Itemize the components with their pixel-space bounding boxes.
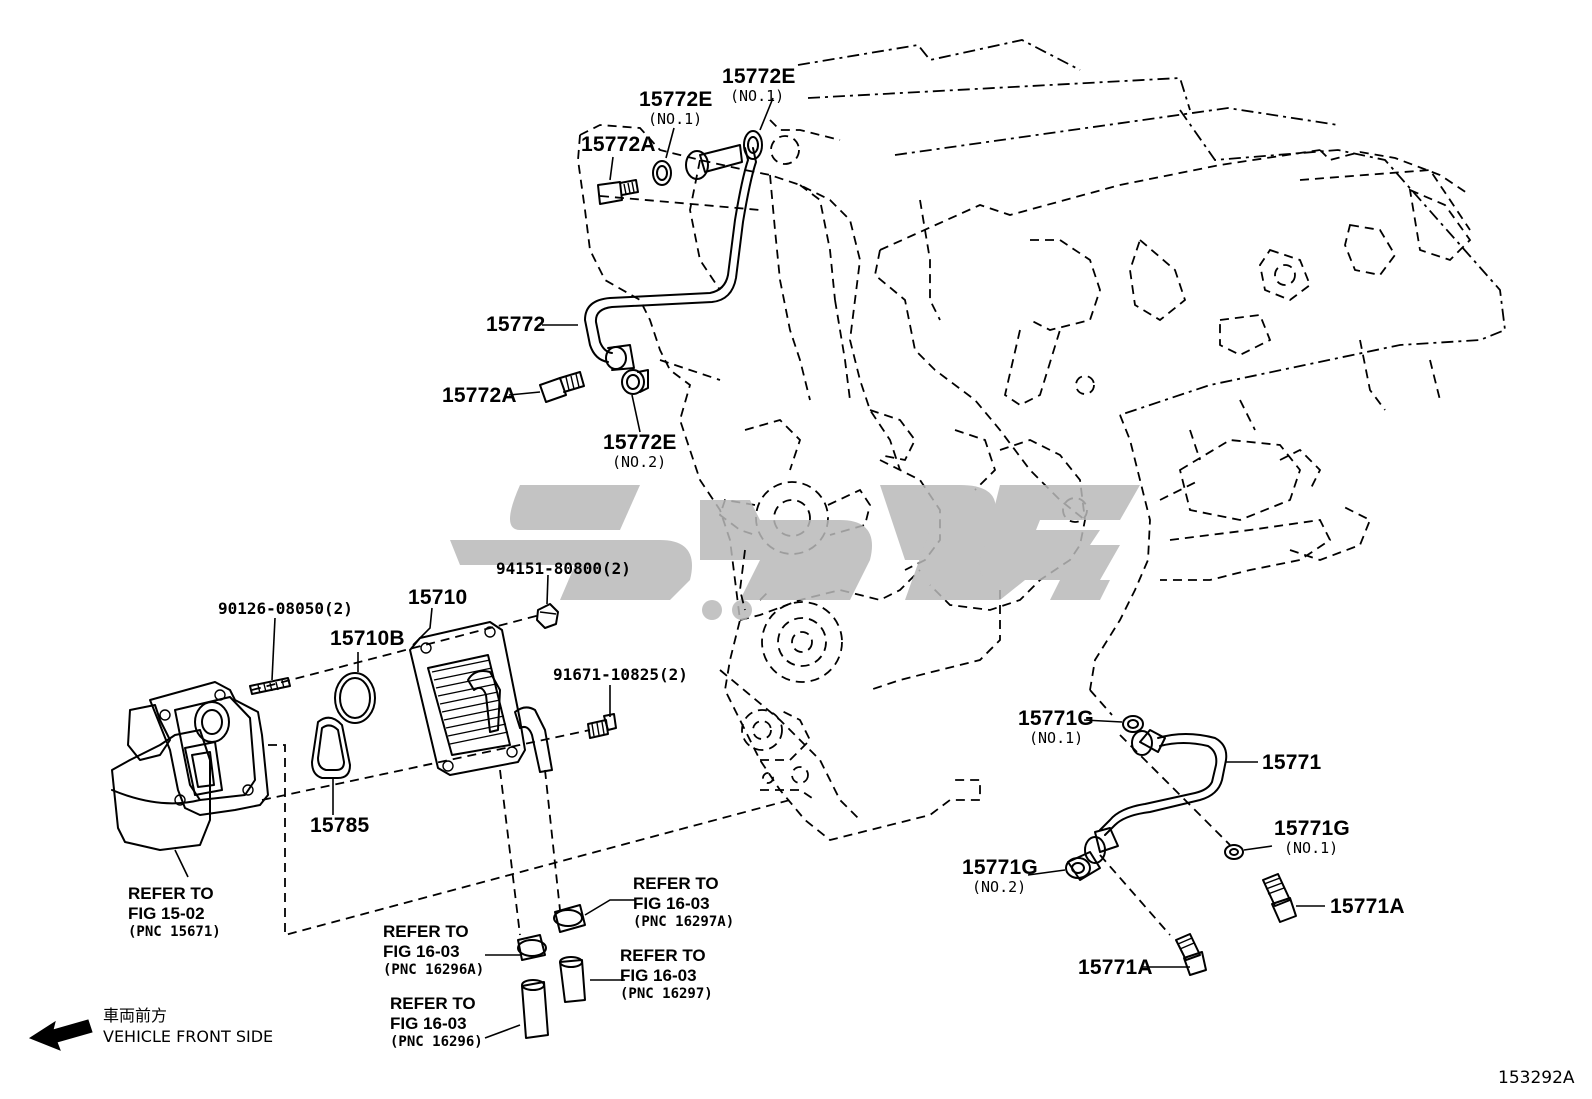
nut-94151 [536,603,559,629]
hose-clamps [517,904,586,1039]
ref-fig-15-02: REFER TO FIG 15-02 (PNC 15671) [128,884,221,941]
ref-fig-16-03-b: REFER TO FIG 16-03 (PNC 16296A) [383,922,484,979]
label-15772E-no1-top: 15772E [722,65,796,88]
direction-label-jp: 車両前方 [103,1006,168,1025]
oil-cooler-15710 [409,621,553,776]
label-94151: 94151-80800(2) [496,559,631,578]
label-90126: 90126-08050(2) [218,599,353,618]
ref-fig-16-03-b-line2: FIG 16-03 [383,942,460,962]
ref-fig-16-03-b-pnc: (PNC 16296A) [383,962,485,979]
label-15771G-right-sub: (NO.1) [1284,839,1339,857]
oil-pipe-15771 [1065,715,1297,976]
label-15771G-right: 15771G [1274,817,1350,840]
diagram-id: 153292A [1498,1068,1575,1088]
ref-fig-15-02-line1: REFER TO [128,884,214,903]
label-15772E-no1-mid: 15772E [639,88,713,111]
ref-fig-16-03-c-pnc: (PNC 16297) [620,986,713,1003]
ref-fig-16-03-a-pnc: (PNC 16297A) [633,914,735,931]
label-15772E-no1-mid-sub: (NO.1) [648,110,703,128]
label-91671: 91671-10825(2) [553,665,688,684]
label-15772E-no1-top-sub: (NO.1) [730,87,785,105]
ref-fig-16-03-a-line1: REFER TO [633,874,719,893]
ref-fig-16-03-a-line2: FIG 16-03 [633,894,710,914]
watermark-logo [450,485,1140,620]
ref-fig-16-03-d: REFER TO FIG 16-03 (PNC 16296) [390,994,483,1051]
label-15710: 15710 [408,586,468,609]
ref-fig-15-02-line2: FIG 15-02 [128,904,205,924]
assembly-lines [251,195,1231,937]
ref-fig-16-03-d-line2: FIG 16-03 [390,1014,467,1034]
oil-pipe-15772 [539,130,763,403]
label-15772E-no2: 15772E [603,431,677,454]
front-arrow-icon [28,1019,93,1051]
ref-fig-16-03-b-line1: REFER TO [383,922,469,941]
label-15772A-top: 15772A [581,133,656,156]
label-15772E-no2-sub: (NO.2) [612,453,667,471]
o-ring-15710B [334,672,376,724]
ref-fig-16-03-d-line1: REFER TO [390,994,476,1013]
label-15785: 15785 [310,814,370,837]
direction-label-en: VEHICLE FRONT SIDE [103,1027,274,1046]
label-15771A-bottom: 15771A [1078,956,1153,979]
label-15771: 15771 [1262,751,1322,774]
label-15771G-no2: 15771G [962,856,1038,879]
label-15772: 15772 [486,313,546,336]
oil-filter-bracket [111,681,269,851]
label-15771G-top-sub: (NO.1) [1029,729,1084,747]
ref-fig-16-03-c-line1: REFER TO [620,946,706,965]
label-15710B: 15710B [330,627,405,650]
leader-lines [174,97,1325,1039]
bolt-91671 [587,713,617,739]
label-15772A-bottom: 15772A [442,384,517,407]
ref-fig-15-02-pnc: (PNC 15671) [128,924,221,941]
gasket-15785 [311,716,351,779]
ref-fig-16-03-a: REFER TO FIG 16-03 (PNC 16297A) [633,874,734,931]
ref-fig-16-03-d-pnc: (PNC 16296) [390,1034,483,1051]
label-15771G-no2-sub: (NO.2) [972,878,1027,896]
ref-fig-16-03-c: REFER TO FIG 16-03 (PNC 16297) [620,946,713,1003]
label-15771G-top: 15771G [1018,707,1094,730]
ref-fig-16-03-c-line2: FIG 16-03 [620,966,697,986]
label-15771A-right: 15771A [1330,895,1405,918]
